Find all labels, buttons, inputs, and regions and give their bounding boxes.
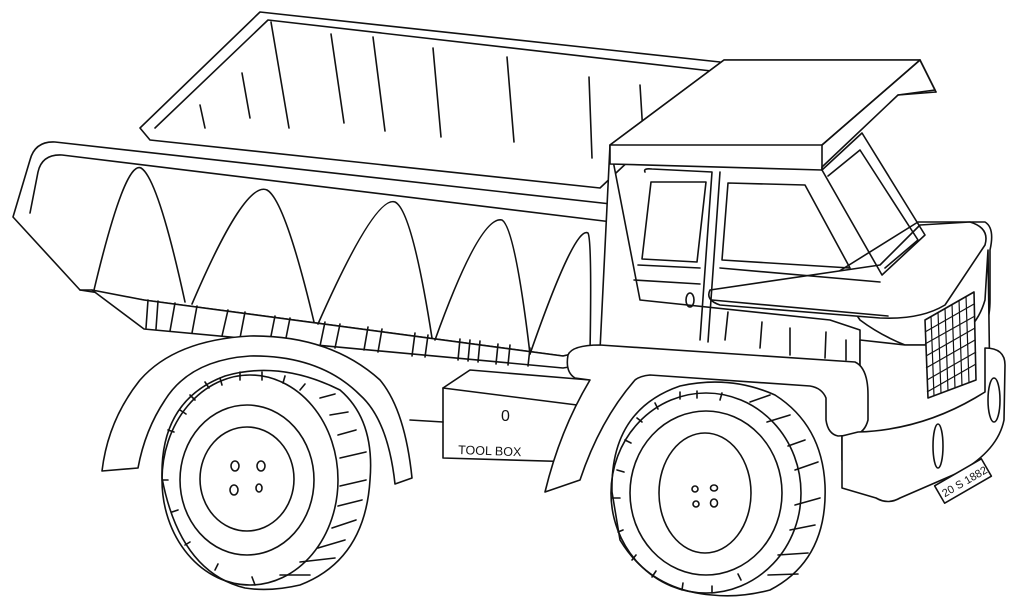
grille: [924, 291, 977, 399]
toolbox-latch: 0: [501, 408, 510, 425]
bed-underside-slats: [145, 299, 531, 367]
front-tire-tread: [611, 390, 821, 594]
bed-ribs: [93, 166, 592, 355]
hood-vents: [724, 311, 847, 361]
toolbox: 0 TOOL BOX: [409, 369, 591, 463]
front-wheel-assembly: [610, 381, 826, 597]
rear-wheel-assembly: [101, 335, 413, 591]
cab: [599, 59, 993, 469]
rear-tire-tread: [161, 371, 367, 586]
toolbox-label: TOOL BOX: [458, 443, 522, 459]
front-fender: [544, 344, 1006, 503]
dump-bed: [12, 11, 721, 369]
front-lug-nuts: [691, 484, 719, 508]
rear-lug-nuts: [229, 460, 266, 496]
